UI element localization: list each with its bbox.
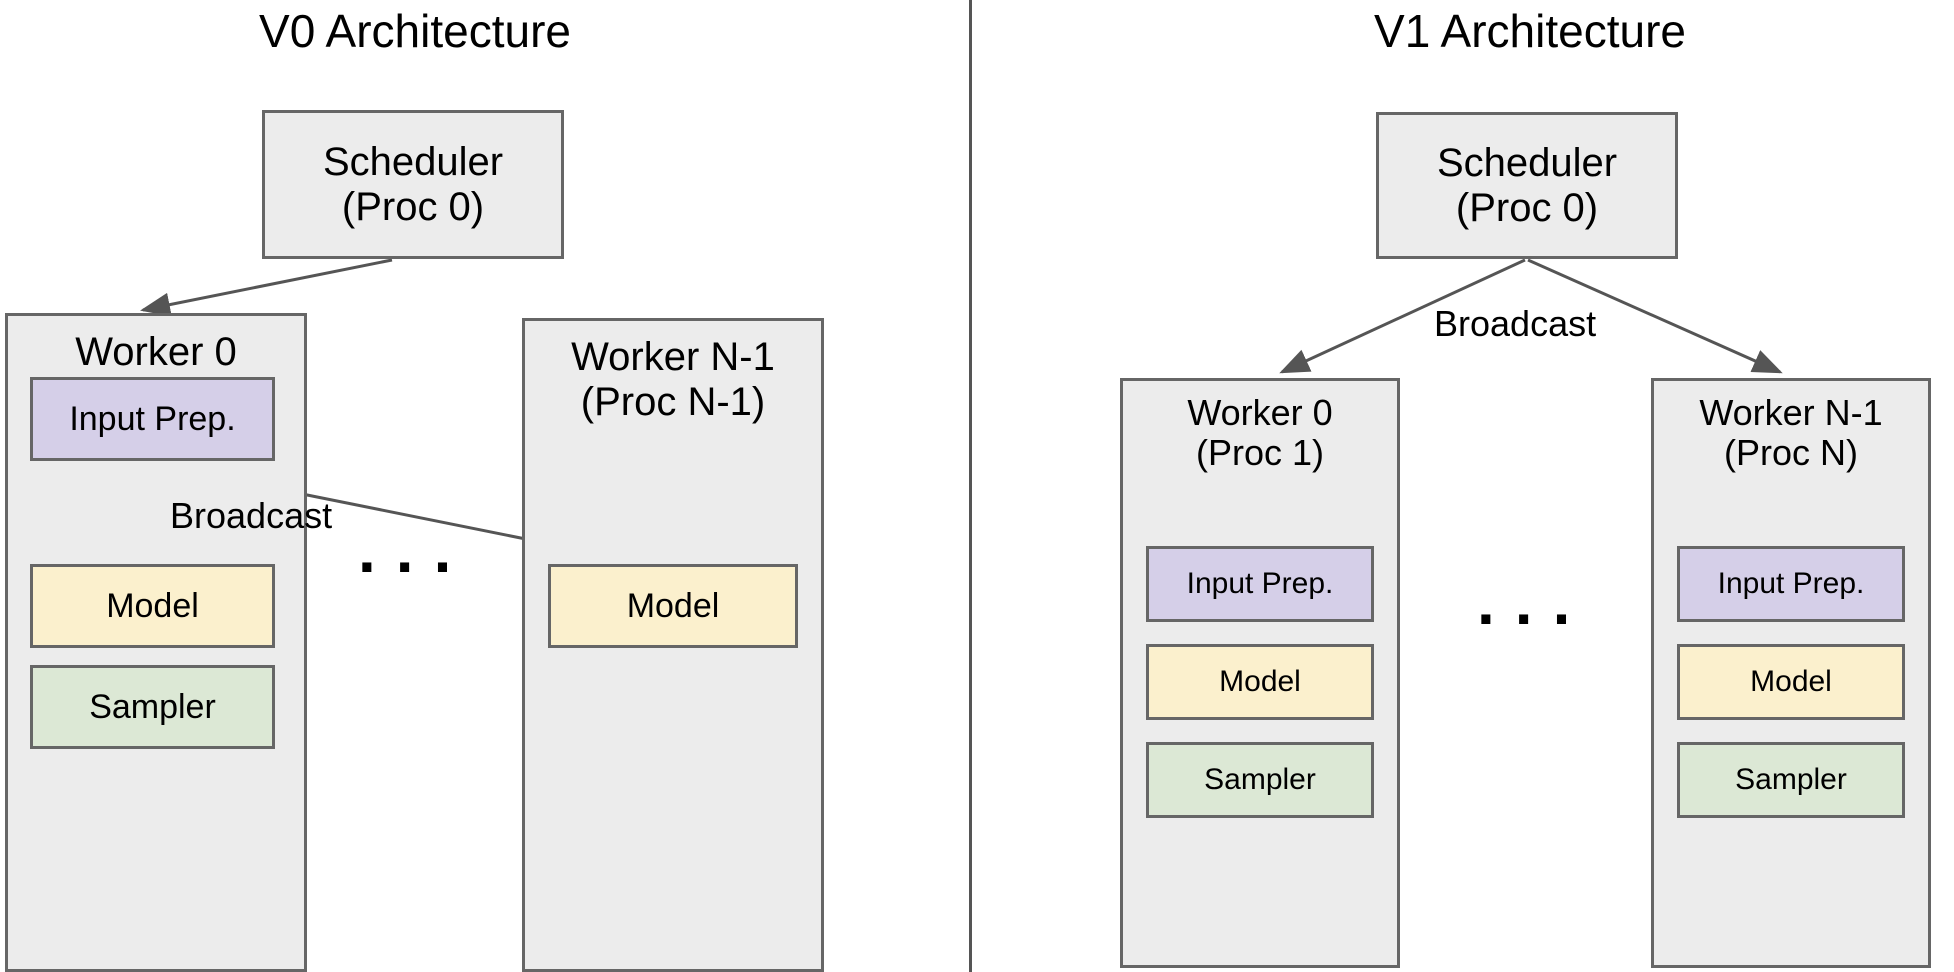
panel-divider: [969, 0, 972, 972]
v1-worker-n-line2: (Proc N): [1724, 432, 1858, 474]
v1-worker0-line1: Worker 0: [1187, 392, 1333, 433]
v0-scheduler-node[interactable]: Scheduler (Proc 0): [262, 110, 564, 259]
v0-scheduler-line2: (Proc 0): [341, 184, 485, 229]
v0-worker-n-line2: (Proc N-1): [580, 379, 766, 424]
v0-worker0-input-prep[interactable]: Input Prep.: [30, 377, 275, 461]
v1-worker0-model[interactable]: Model: [1146, 644, 1374, 720]
v0-broadcast-label: Broadcast: [170, 495, 333, 536]
arrow-v0-scheduler-to-worker0: [140, 258, 393, 317]
v0-worker0-line1: Worker 0: [75, 330, 237, 374]
v1-worker-n-sampler[interactable]: Sampler: [1677, 742, 1905, 818]
v0-panel-title: V0 Architecture: [259, 5, 571, 57]
v1-worker0-line2: (Proc 1): [1195, 432, 1325, 474]
v0-scheduler-line1: Scheduler: [322, 139, 504, 184]
v1-ellipsis: ...: [1477, 566, 1591, 638]
v1-worker0-sampler[interactable]: Sampler: [1146, 742, 1374, 818]
v1-worker-n-model[interactable]: Model: [1677, 644, 1905, 720]
v0-ellipsis: ...: [358, 514, 472, 586]
v1-scheduler-line1: Scheduler: [1436, 140, 1618, 185]
v1-scheduler-node[interactable]: Scheduler (Proc 0): [1376, 112, 1678, 259]
v1-panel-title: V1 Architecture: [1374, 5, 1686, 57]
v1-broadcast-label: Broadcast: [1434, 303, 1597, 344]
v0-worker0-model[interactable]: Model: [30, 564, 275, 648]
v1-scheduler-line2: (Proc 0): [1455, 185, 1599, 230]
v0-worker0-sampler[interactable]: Sampler: [30, 665, 275, 749]
v0-worker-n-model[interactable]: Model: [548, 564, 798, 648]
v0-worker-n-line1: Worker N-1: [571, 335, 775, 379]
v1-worker-n-input-prep[interactable]: Input Prep.: [1677, 546, 1905, 622]
v1-worker0-input-prep[interactable]: Input Prep.: [1146, 546, 1374, 622]
v1-worker-n-line1: Worker N-1: [1699, 392, 1883, 433]
